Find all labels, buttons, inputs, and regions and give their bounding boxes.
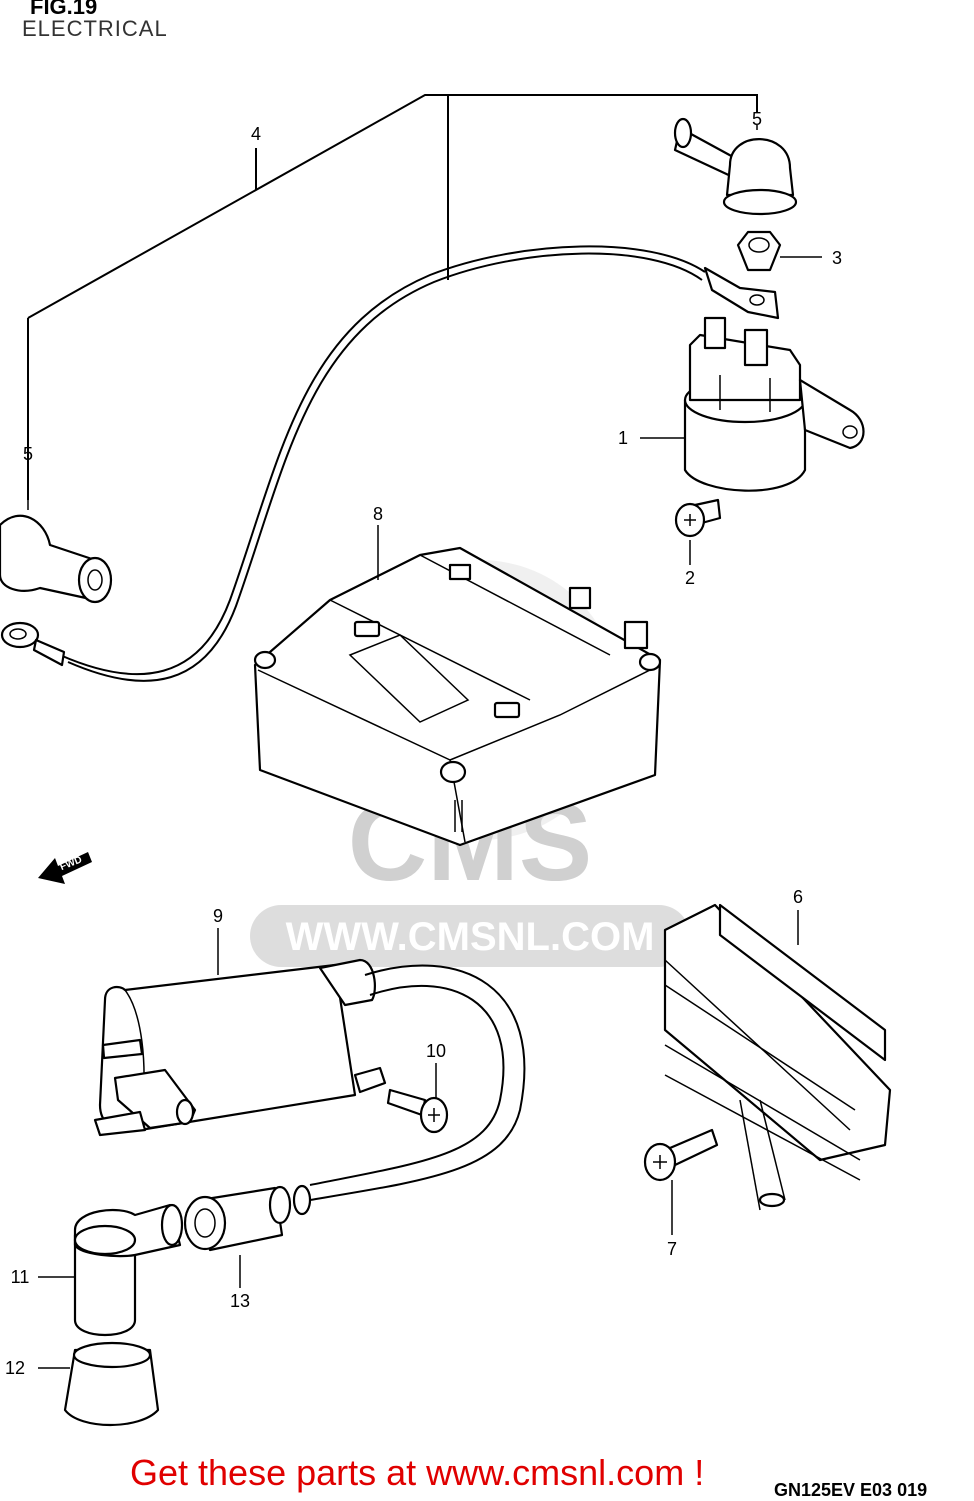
section-title: ELECTRICAL (22, 16, 168, 41)
cdi-unit-8 (253, 546, 662, 847)
cover-12 (63, 1341, 160, 1426)
seal-13 (183, 1185, 292, 1252)
callout-numbers: 1 2 3 4 5 5 6 7 8 9 10 11 12 13 (5, 109, 842, 1378)
bolt-2 (674, 498, 722, 538)
screw-10 (386, 1088, 449, 1134)
regulator-6 (663, 903, 892, 1211)
leader-lines (27, 94, 758, 500)
callout-4: 4 (251, 124, 261, 144)
callout-7: 7 (667, 1239, 677, 1259)
bolt-7 (643, 1128, 719, 1182)
callout-13: 13 (230, 1291, 250, 1311)
callout-12: 12 (5, 1358, 25, 1378)
callout-10: 10 (426, 1041, 446, 1061)
ht-lead (292, 964, 526, 1216)
battery-cable (0, 245, 780, 682)
figure-title: FIG.19 (30, 0, 98, 19)
shop-link[interactable]: Get these parts at www.cmsnl.com ! (130, 1452, 705, 1493)
callout-leaders (27, 125, 822, 1369)
plug-cap-11 (73, 1203, 184, 1337)
diagram-code: GN125EV E03 019 (774, 1480, 928, 1500)
callout-3: 3 (832, 248, 842, 268)
callout-11: 11 (11, 1267, 30, 1287)
callout-6: 6 (793, 887, 803, 907)
callout-1: 1 (618, 428, 628, 448)
fwd-arrow-icon: FWD (38, 852, 92, 884)
callout-5-left: 5 (23, 444, 33, 464)
starter-relay-1 (683, 316, 865, 492)
nut-3 (736, 230, 782, 272)
cap-5-left (0, 514, 113, 604)
watermark-url: WWW.CMSNL.COM (286, 915, 655, 959)
cap-5-upper (673, 117, 798, 216)
callout-8: 8 (373, 504, 383, 524)
callout-2: 2 (685, 568, 695, 588)
callout-9: 9 (213, 906, 223, 926)
ignition-coil-9 (93, 958, 387, 1137)
callout-5-upper: 5 (752, 109, 762, 129)
